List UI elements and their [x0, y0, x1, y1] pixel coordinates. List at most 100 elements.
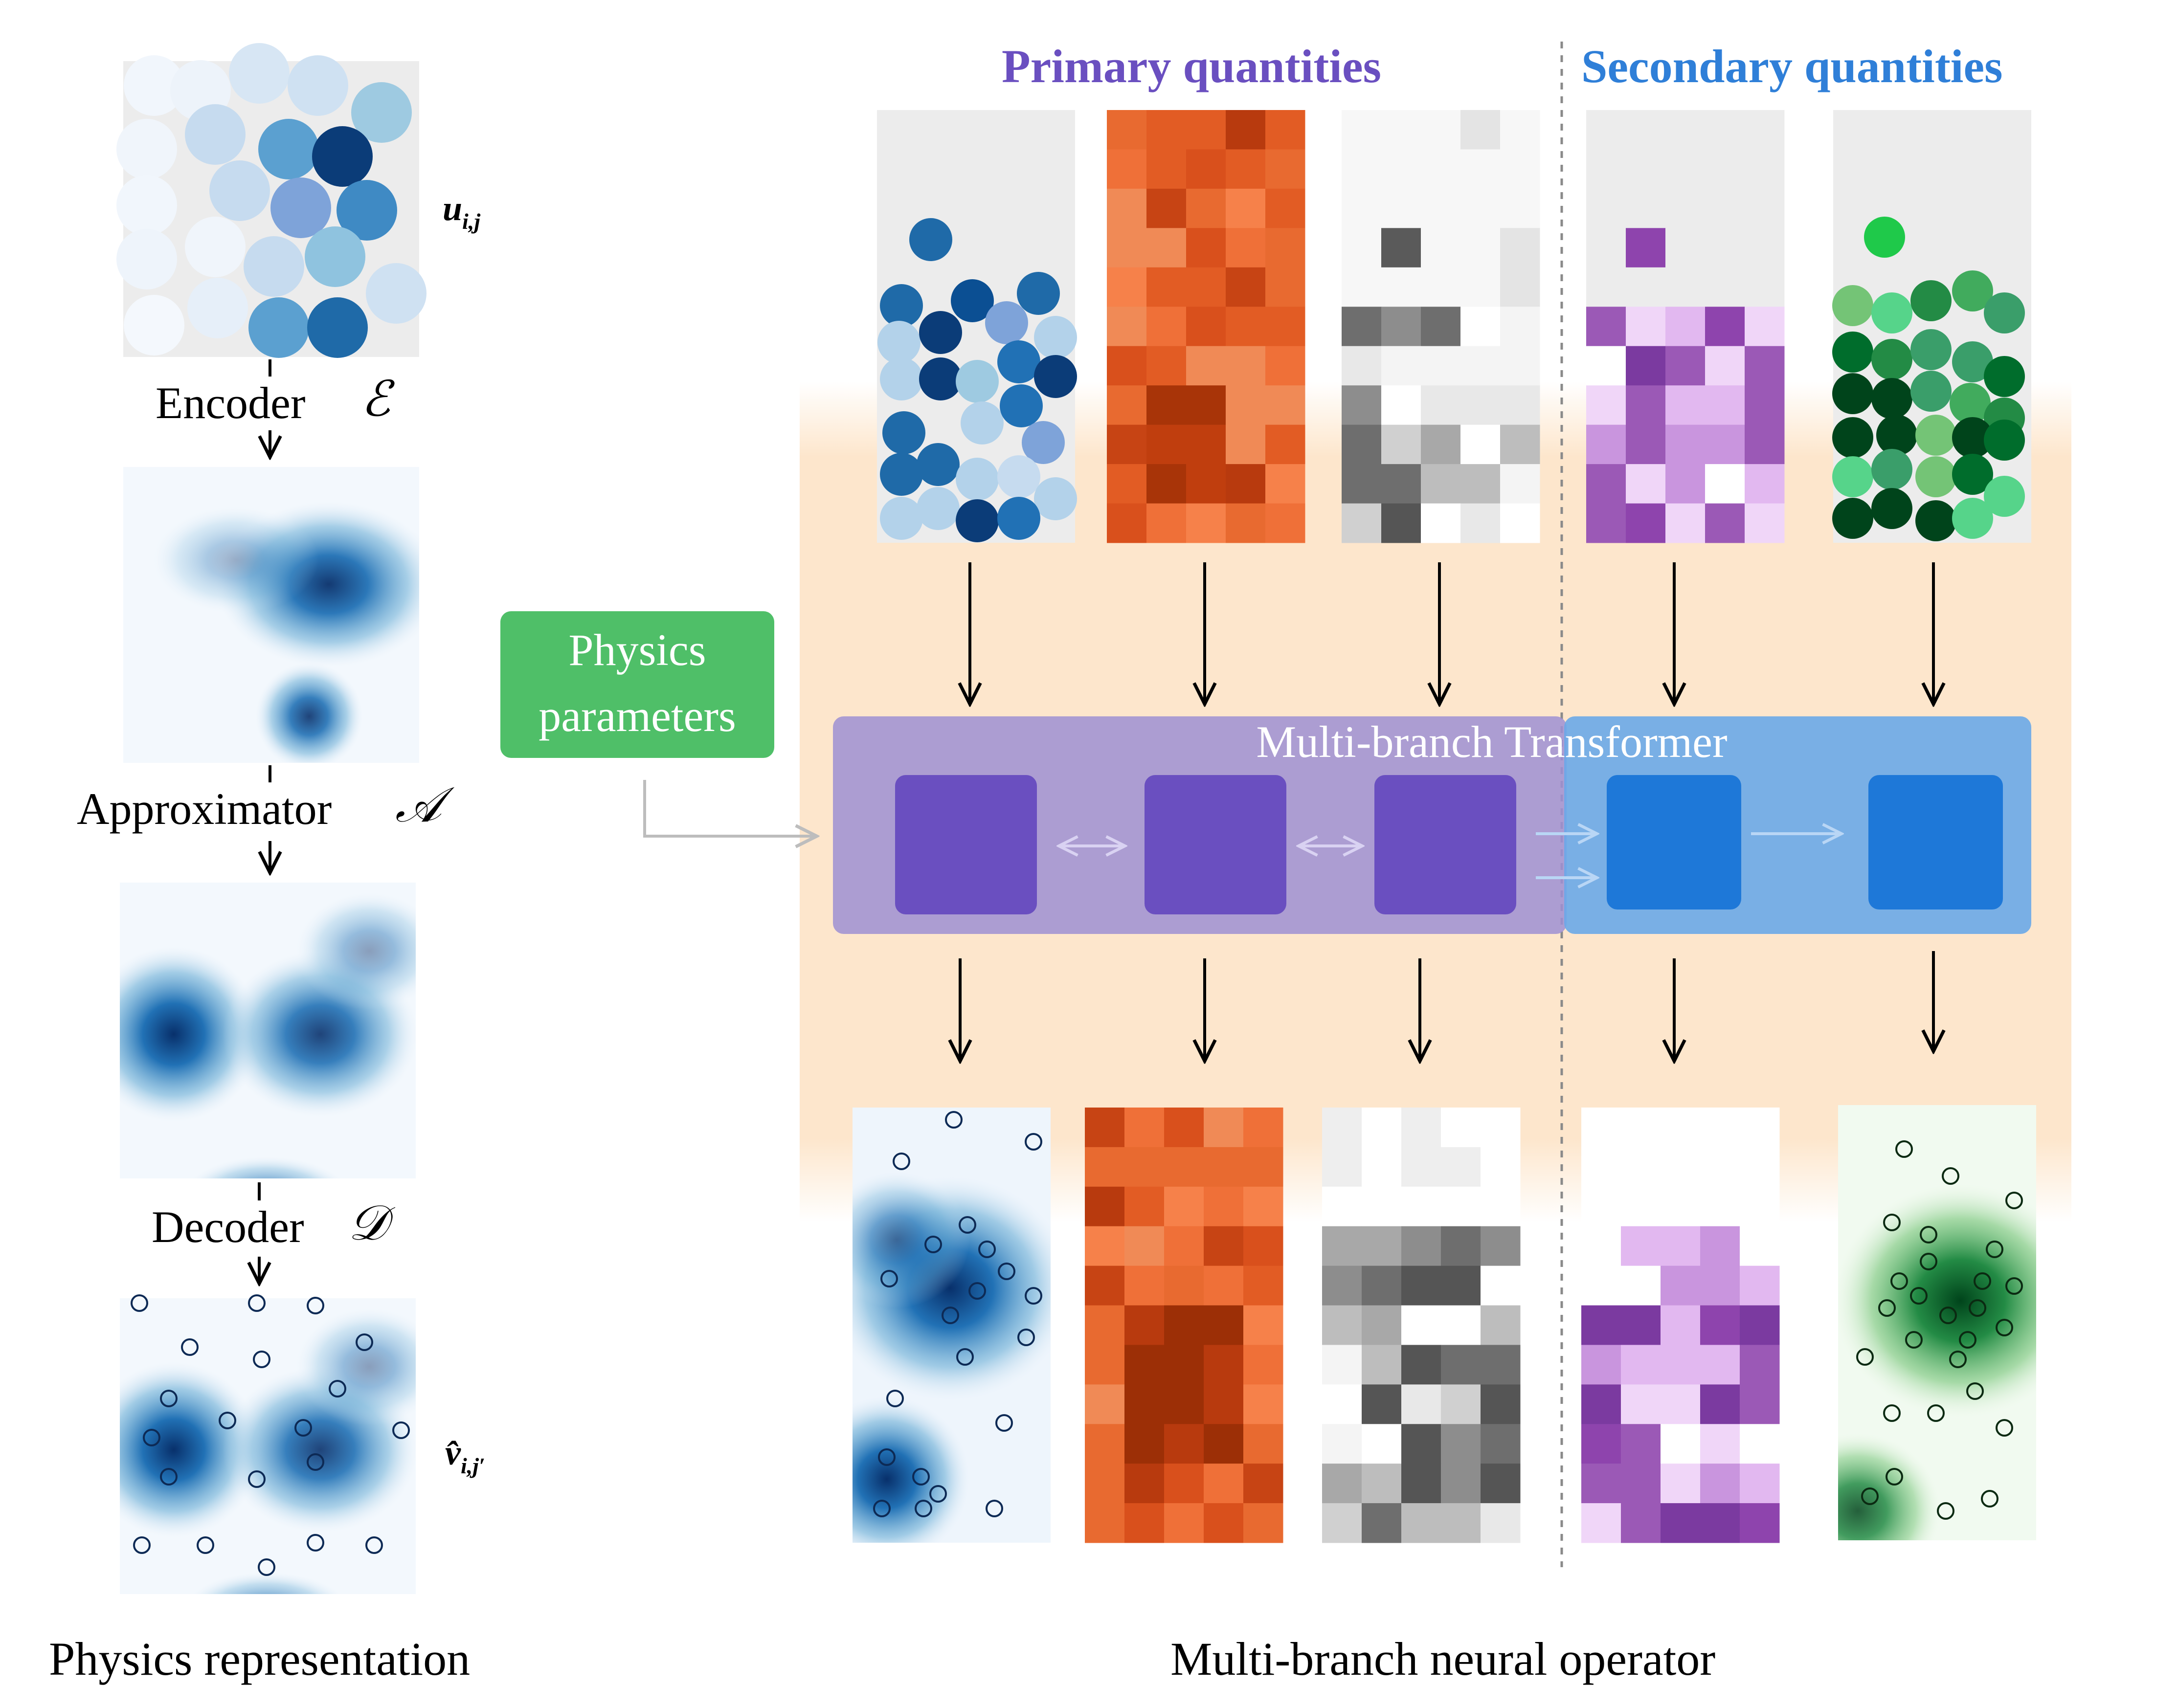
- grid-cell: [1500, 267, 1540, 307]
- grid-cell: [1085, 1464, 1125, 1504]
- grid-cell: [1441, 1108, 1481, 1148]
- left-panel: ui,j Encoder ℰ Approximator 𝒜: [49, 43, 485, 1685]
- grid-cell: [1322, 1305, 1362, 1345]
- grid-cell: [1342, 110, 1382, 150]
- particle: [909, 218, 952, 261]
- query-point: [1878, 1299, 1896, 1317]
- grid-cell: [1740, 1108, 1780, 1148]
- grid-cell: [1421, 424, 1461, 465]
- particle: [997, 455, 1040, 498]
- grid-cell: [1586, 307, 1626, 347]
- grid-cell: [1204, 1503, 1244, 1543]
- query-point: [356, 1333, 373, 1351]
- grid-cell: [1243, 1384, 1283, 1424]
- particle: [366, 263, 427, 324]
- input-blue-particles: [877, 110, 1077, 543]
- approximator-symbol: 𝒜: [395, 776, 455, 833]
- particle: [997, 497, 1040, 540]
- grid-cell: [1164, 1384, 1204, 1424]
- grid-cell: [1621, 1108, 1661, 1148]
- query-point: [1981, 1490, 1998, 1508]
- output-arrows: [960, 951, 1933, 1061]
- input-label: ui,j: [443, 189, 480, 234]
- query-point: [1910, 1287, 1928, 1305]
- grid-cell: [1146, 385, 1187, 425]
- query-point: [924, 1236, 942, 1253]
- particle: [116, 119, 177, 179]
- particle: [882, 411, 925, 454]
- grid-cell: [1226, 424, 1266, 465]
- grid-cell: [1204, 1108, 1244, 1148]
- grid-cell: [1740, 1384, 1780, 1424]
- grid-cell: [1665, 267, 1706, 307]
- query-point: [160, 1390, 178, 1407]
- particle: [1832, 332, 1873, 373]
- grid-cell: [1421, 267, 1461, 307]
- grid-cell: [1460, 385, 1501, 425]
- physics-parameters-arrow: [643, 780, 817, 836]
- grid-cell: [1481, 1424, 1521, 1464]
- particle: [951, 279, 994, 322]
- grid-cell: [1146, 424, 1187, 465]
- grid-cell: [1745, 267, 1785, 307]
- particle: [1915, 500, 1956, 541]
- grid-cell: [1265, 110, 1305, 150]
- grid-cell: [1146, 267, 1187, 307]
- grid-cell: [1342, 307, 1382, 347]
- particle: [1952, 417, 1993, 458]
- grid-cell: [1186, 110, 1226, 150]
- grid-cell: [1481, 1384, 1521, 1424]
- input-purple-grid: [1586, 110, 1785, 543]
- grid-cell: [1204, 1186, 1244, 1227]
- grid-cell: [1107, 307, 1147, 347]
- decoder-label: Decoder: [152, 1202, 304, 1252]
- grid-cell: [1381, 149, 1421, 189]
- grid-cell: [1665, 424, 1706, 465]
- left-caption: Physics representation: [49, 1633, 470, 1685]
- grid-cell: [1186, 385, 1226, 425]
- grid-cell: [1362, 1464, 1402, 1504]
- grid-cell: [1581, 1424, 1621, 1464]
- grid-cell: [1745, 464, 1785, 504]
- particle: [1984, 356, 2025, 397]
- grid-cell: [1460, 424, 1501, 465]
- grid-cell: [1243, 1186, 1283, 1227]
- grid-cell: [1460, 503, 1501, 543]
- grid-cell: [1107, 464, 1147, 504]
- grid-cell: [1186, 503, 1226, 543]
- particle: [880, 497, 923, 540]
- grid-cell: [1186, 424, 1226, 465]
- grid-cell: [1164, 1226, 1204, 1266]
- grid-cell: [1401, 1464, 1441, 1504]
- transformer-block-primary-3: [1374, 775, 1516, 914]
- grid-cell: [1124, 1384, 1165, 1424]
- grid-cell: [1500, 188, 1540, 228]
- grid-cell: [1322, 1503, 1362, 1543]
- grid-cell: [1226, 307, 1266, 347]
- grid-cell: [1322, 1226, 1362, 1266]
- particle: [1034, 316, 1077, 359]
- grid-cell: [1085, 1345, 1125, 1385]
- query-point: [1025, 1133, 1042, 1151]
- grid-cell: [1621, 1186, 1661, 1227]
- grid-cell: [1740, 1424, 1780, 1464]
- grid-cell: [1441, 1265, 1481, 1306]
- grid-cell: [1705, 188, 1745, 228]
- grid-cell: [1186, 267, 1226, 307]
- grid-cell: [1745, 188, 1785, 228]
- particle: [1022, 421, 1065, 464]
- query-point: [912, 1468, 930, 1486]
- query-point: [329, 1380, 346, 1397]
- grid-cell: [1204, 1305, 1244, 1345]
- right-caption: Multi-branch neural operator: [1170, 1633, 1715, 1685]
- grid-cell: [1226, 110, 1266, 150]
- grid-cell: [1460, 267, 1501, 307]
- grid-cell: [1481, 1305, 1521, 1345]
- grid-cell: [1665, 307, 1706, 347]
- query-point: [956, 1348, 974, 1366]
- grid-cell: [1740, 1226, 1780, 1266]
- grid-cell: [1700, 1345, 1740, 1385]
- query-point: [181, 1338, 199, 1356]
- grid-cell: [1460, 110, 1501, 150]
